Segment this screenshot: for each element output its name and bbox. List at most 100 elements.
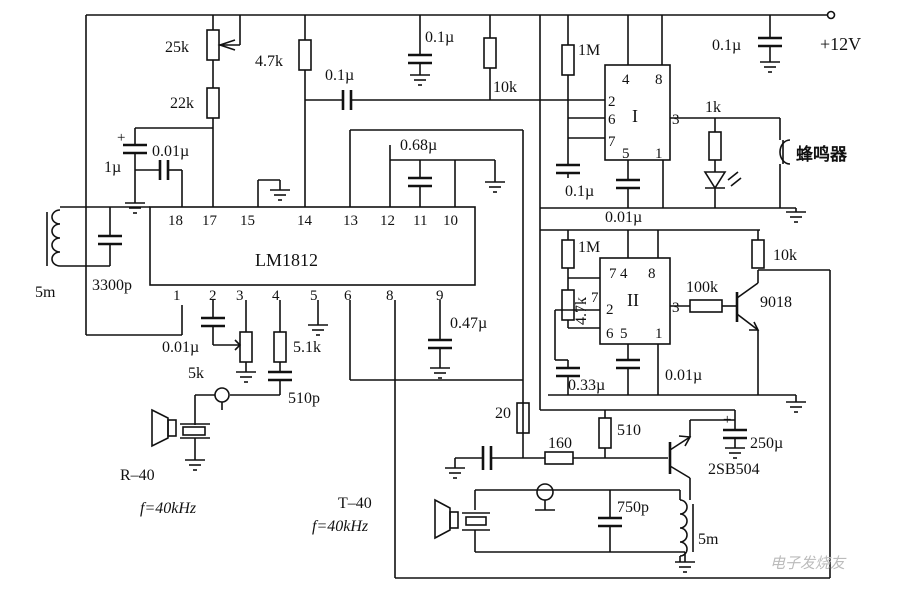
resistor-1M-a (561, 44, 575, 76)
label-5.1k: 5.1k (293, 339, 321, 356)
label-4.7k-b: 4.7k (573, 297, 590, 325)
pin-17: 17 (202, 213, 218, 229)
label-4.7k: 4.7k (255, 53, 283, 70)
label-10k-b: 10k (773, 247, 797, 264)
pin-18: 18 (168, 213, 183, 229)
t1-pin6: 6 (608, 112, 616, 128)
resistor-100k (689, 299, 723, 313)
label-0.68u: 0.68µ (400, 137, 437, 154)
label-510: 510 (617, 422, 641, 439)
transmitter-speaker-icon (434, 498, 451, 540)
resistor-10k (483, 37, 497, 69)
receiver-frequency: f=40kHz (140, 500, 197, 517)
pot-5k (239, 331, 253, 363)
pin-6: 6 (344, 288, 352, 304)
lm1812-ic (149, 206, 476, 286)
label-10k: 10k (493, 79, 517, 96)
label-5m-b: 5m (698, 531, 719, 548)
pin-1: 1 (173, 288, 181, 304)
plus-mark-1u: + (117, 130, 125, 146)
lm1812-label: LM1812 (255, 250, 318, 270)
label-0.01u-pin2: 0.01µ (162, 339, 199, 356)
label-510p: 510p (288, 390, 320, 407)
label-0.1u-decoupling: 0.1µ (425, 29, 454, 46)
pin-15: 15 (240, 213, 255, 229)
transistor-9018-label: 9018 (760, 294, 792, 311)
timer-2-label: II (627, 290, 639, 310)
label-0.01u-pin18: 0.01µ (152, 143, 189, 160)
label-5m-a: 5m (35, 284, 56, 301)
resistor-1k (708, 131, 722, 161)
label-100k: 100k (686, 279, 718, 296)
pin-5: 5 (310, 288, 318, 304)
label-0.1u-timer1: 0.1µ (565, 183, 594, 200)
inductor-5m-a (51, 209, 61, 267)
label-160: 160 (548, 435, 572, 452)
label-1M-b: 1M (578, 239, 600, 256)
inductor-5m-b (679, 499, 688, 557)
resistor-10k-b (751, 239, 765, 269)
t2-pin2: 2 (606, 302, 614, 318)
t1-pin2: 2 (608, 94, 616, 110)
label-0.1u-right: 0.1µ (712, 37, 741, 54)
label-0.1u-coupling: 0.1µ (325, 67, 354, 84)
label-0.01u-timer1: 0.01µ (605, 209, 642, 226)
pin-12: 12 (380, 213, 395, 229)
label-1M-a: 1M (578, 42, 600, 59)
t2-pin7b: 7 (591, 290, 599, 306)
label-22k: 22k (170, 95, 194, 112)
shield-connector-icon (214, 387, 230, 403)
pin-14: 14 (297, 213, 313, 229)
label-0.01u-timer2: 0.01µ (665, 367, 702, 384)
pin-3: 3 (236, 288, 244, 304)
receiver-label: R–40 (120, 467, 155, 484)
receiver-speaker-icon (151, 408, 169, 448)
t1-pin5: 5 (622, 146, 630, 162)
resistor-160 (544, 451, 574, 465)
supply-terminal (826, 10, 836, 20)
resistor-5.1k (273, 331, 287, 363)
t2-pin6: 6 (606, 326, 614, 342)
resistor-22k (206, 87, 220, 119)
resistor-510 (598, 417, 612, 449)
label-250u: 250µ (750, 435, 783, 452)
transmitter-frequency: f=40kHz (312, 518, 369, 535)
buzzer-icon (779, 139, 791, 165)
label-20: 20 (495, 405, 511, 422)
label-0.33u: 0.33µ (568, 377, 605, 394)
pin-13: 13 (343, 213, 358, 229)
transmitter-label: T–40 (338, 495, 372, 512)
shield-connector-icon-2 (536, 483, 554, 501)
timer-ic-1 (604, 64, 671, 161)
plus-mark-250u: + (723, 412, 731, 428)
label-25k: 25k (165, 39, 189, 56)
pin-11: 11 (413, 213, 427, 229)
resistor-25k (206, 29, 220, 61)
label-750p: 750p (617, 499, 649, 516)
buzzer-label: 蜂鸣器 (796, 144, 848, 165)
label-1k: 1k (705, 99, 721, 116)
t1-pin7: 7 (608, 134, 616, 150)
pin-10: 10 (443, 213, 458, 229)
timer-ic-2 (599, 257, 671, 345)
supply-label: +12V (820, 34, 861, 54)
timer-1-label: I (632, 106, 638, 126)
label-1u: 1µ (104, 159, 121, 176)
t2-pin7: 7 (609, 266, 617, 282)
pin-8: 8 (386, 288, 394, 304)
t2-pin4: 4 (620, 266, 628, 282)
pin-2: 2 (209, 288, 217, 304)
t2-pin8: 8 (648, 266, 656, 282)
pin-4: 4 (272, 288, 280, 304)
pin-9: 9 (436, 288, 444, 304)
resistor-1M-b (561, 239, 575, 269)
label-3300p: 3300p (92, 277, 132, 294)
resistor-4.7k (298, 39, 312, 71)
t1-pin1: 1 (655, 146, 663, 162)
t2-pin1: 1 (655, 326, 663, 342)
t1-pin3: 3 (672, 112, 680, 128)
t2-pin5: 5 (620, 326, 628, 342)
t1-pin4: 4 (622, 72, 630, 88)
label-0.47u: 0.47µ (450, 315, 487, 332)
